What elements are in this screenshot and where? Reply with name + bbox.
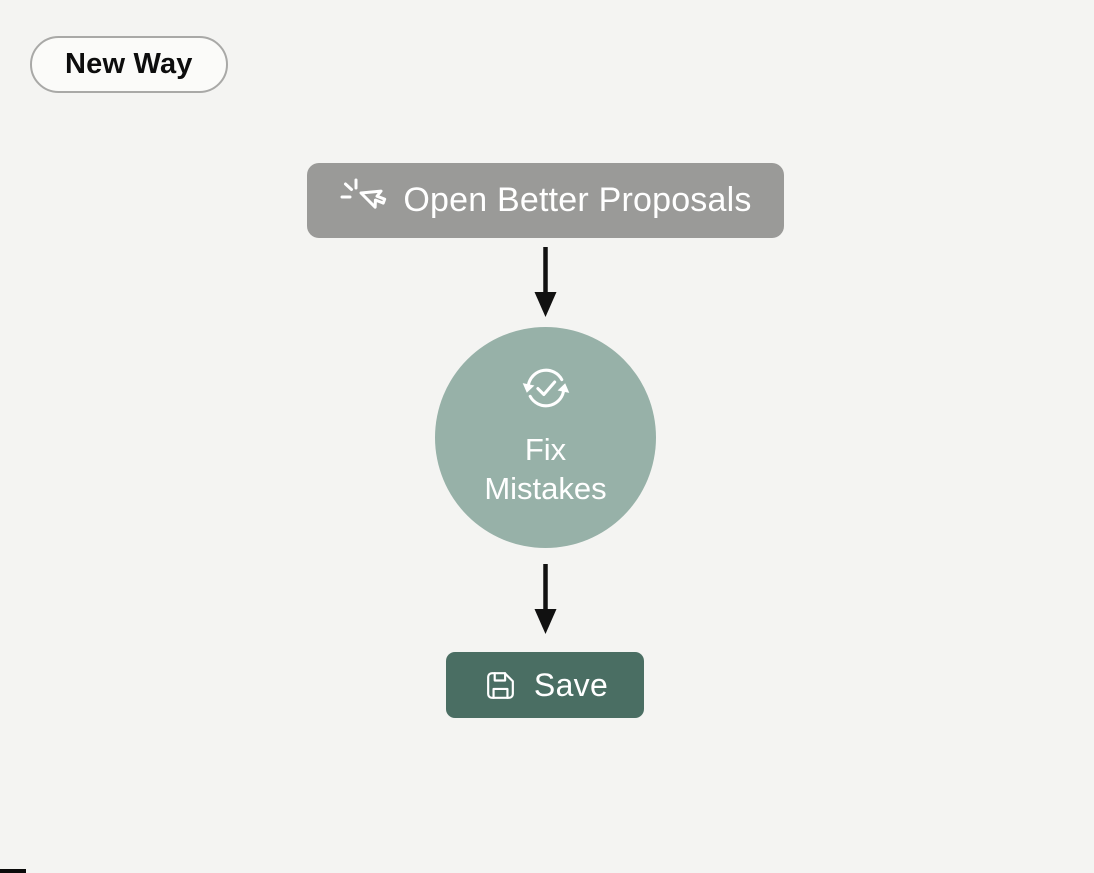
save-button[interactable]: Save bbox=[446, 652, 644, 718]
new-way-badge: New Way bbox=[30, 36, 228, 93]
arrow-down-icon bbox=[531, 246, 560, 318]
bottom-left-crop-artifact bbox=[0, 869, 26, 873]
save-floppy-icon bbox=[482, 667, 519, 704]
fix-mistakes-label: Fix Mistakes bbox=[484, 430, 606, 508]
fix-mistakes-node[interactable]: Fix Mistakes bbox=[435, 327, 656, 548]
open-better-proposals-button[interactable]: Open Better Proposals bbox=[307, 163, 784, 238]
fix-mistakes-label-line2: Mistakes bbox=[484, 471, 607, 506]
arrow-down-icon bbox=[531, 563, 560, 635]
sync-check-icon bbox=[520, 362, 572, 414]
cursor-click-icon bbox=[339, 177, 387, 225]
fix-mistakes-label-line1: Fix bbox=[524, 432, 567, 467]
open-better-proposals-label: Open Better Proposals bbox=[403, 181, 752, 219]
new-way-badge-label: New Way bbox=[65, 48, 193, 80]
save-button-label: Save bbox=[533, 666, 609, 703]
